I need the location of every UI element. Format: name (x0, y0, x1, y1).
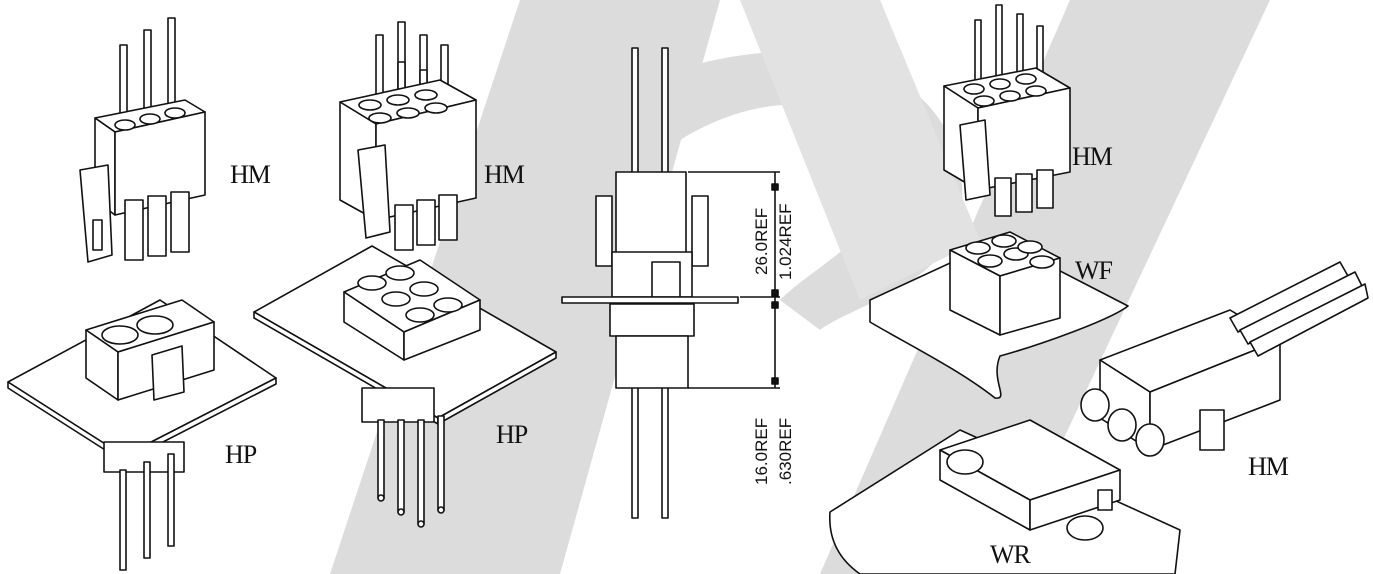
hp-header-board-left (7, 299, 277, 571)
dim-lower-mm: 16.0REF (752, 417, 771, 485)
hp-header-board-center (253, 245, 557, 528)
label-hm-top-center: HM (484, 160, 525, 189)
label-hp-left: HP (225, 440, 257, 469)
label-wf: WF (1075, 256, 1113, 285)
label-hm-top-right: HM (1072, 142, 1113, 171)
hm-cable-connector (1080, 261, 1369, 457)
hm-plug-3pin-left (79, 17, 206, 263)
watermark (330, 0, 1270, 574)
hm-plug-6pin-right (943, 4, 1071, 217)
watermark-gray-slash-left (330, 0, 720, 574)
hm-plug-6pin (339, 21, 477, 251)
label-wr: WR (990, 540, 1031, 569)
wf-receptacle-board (869, 231, 1129, 399)
wr-right-angle-board (829, 419, 1181, 574)
dim-lower-in: .630REF (776, 417, 795, 485)
label-hm-bottom-right: HM (1248, 452, 1289, 481)
dim-upper-in: 1.024REF (776, 203, 795, 280)
watermark-gray-slash-mid (740, 0, 980, 300)
label-hm-top-left: HM (230, 160, 271, 189)
label-hp-center: HP (496, 420, 528, 449)
side-elevation-view (561, 47, 780, 519)
dim-upper-mm: 26.0REF (752, 207, 771, 275)
